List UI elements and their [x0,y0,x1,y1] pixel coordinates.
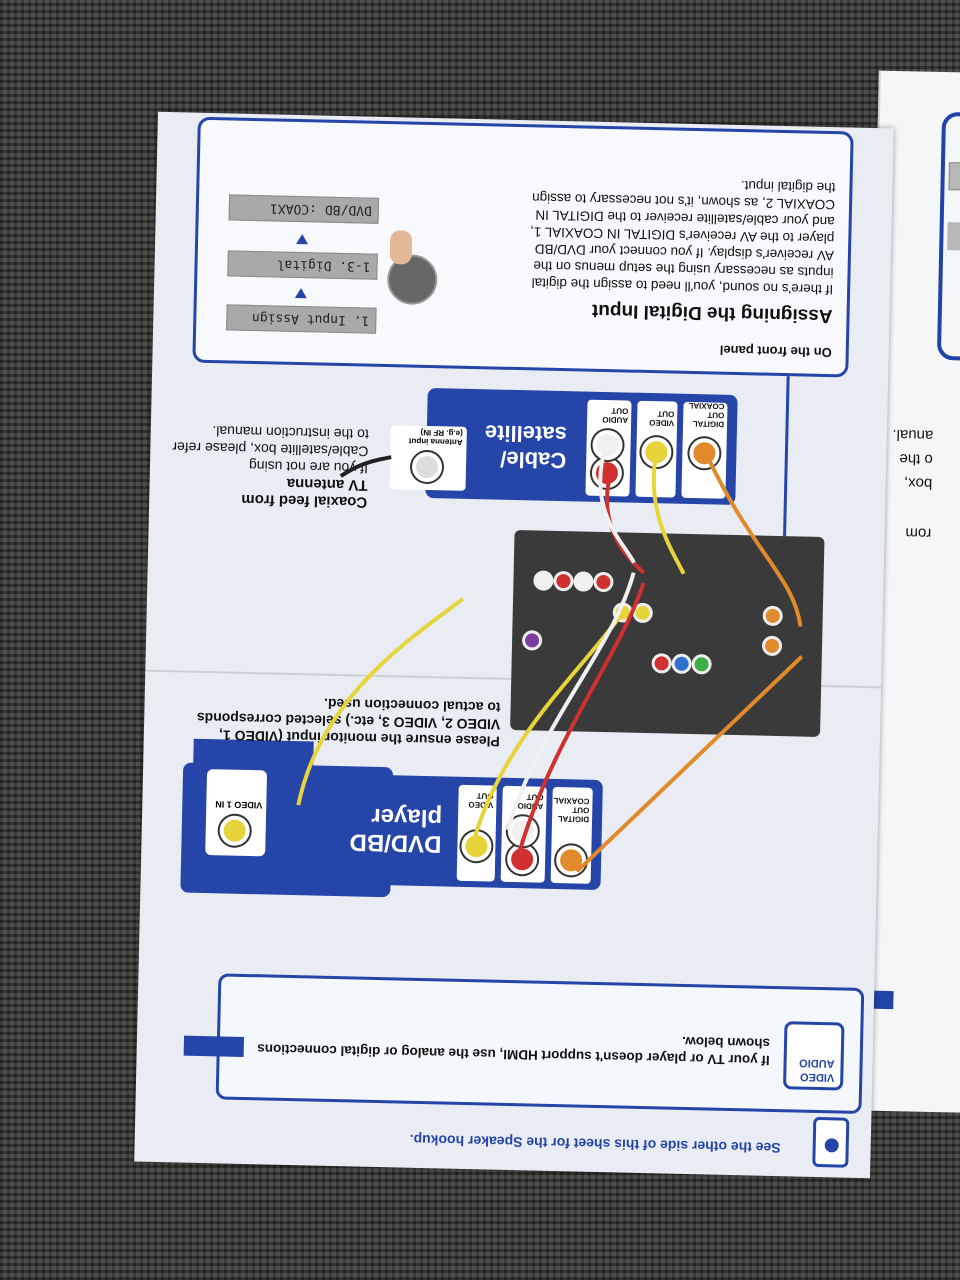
right-fragment: rom [905,524,932,542]
digital-title: Assigning the Digital Input [591,299,833,327]
audio-r-cable-dvd [515,582,646,861]
front-panel-label: On the front panel [719,342,832,361]
connection-cables [296,376,804,873]
digital-body: If there's no sound, you'll need to assi… [530,178,836,298]
hand-icon [389,230,413,265]
video-cable-cable [651,452,686,575]
hookup-sheet: See the other side of this sheet for the… [134,111,894,1179]
right-sheet-lcd [948,162,960,192]
lcd-step-2: 1-3. Digital [227,250,378,280]
audio-l-cable-cable [598,441,636,564]
sheet-content-upside-down: See the other side of this sheet for the… [134,112,894,1178]
lcd-step-1: 1. Input Assign [226,304,377,334]
audio-l-cable-dvd [505,572,636,831]
antenna-cable [339,455,392,478]
arrow-down-icon [294,287,308,299]
assign-digital-input-panel: Assigning the Digital Input If there's n… [192,116,854,378]
digital-callout-line [783,376,790,537]
right-fragment: o the [899,450,933,468]
coaxial-cable-cable [704,453,803,627]
video-cable-tv [296,597,465,806]
right-fragment: anual. [892,425,934,444]
right-sheet-lcd-2 [947,222,960,252]
right-fragment: box, [903,474,933,492]
lcd-step-3: DVD/BD :COAX1 [228,194,380,224]
coaxial-cable-dvd [575,655,804,873]
arrow-down-icon [296,233,309,245]
